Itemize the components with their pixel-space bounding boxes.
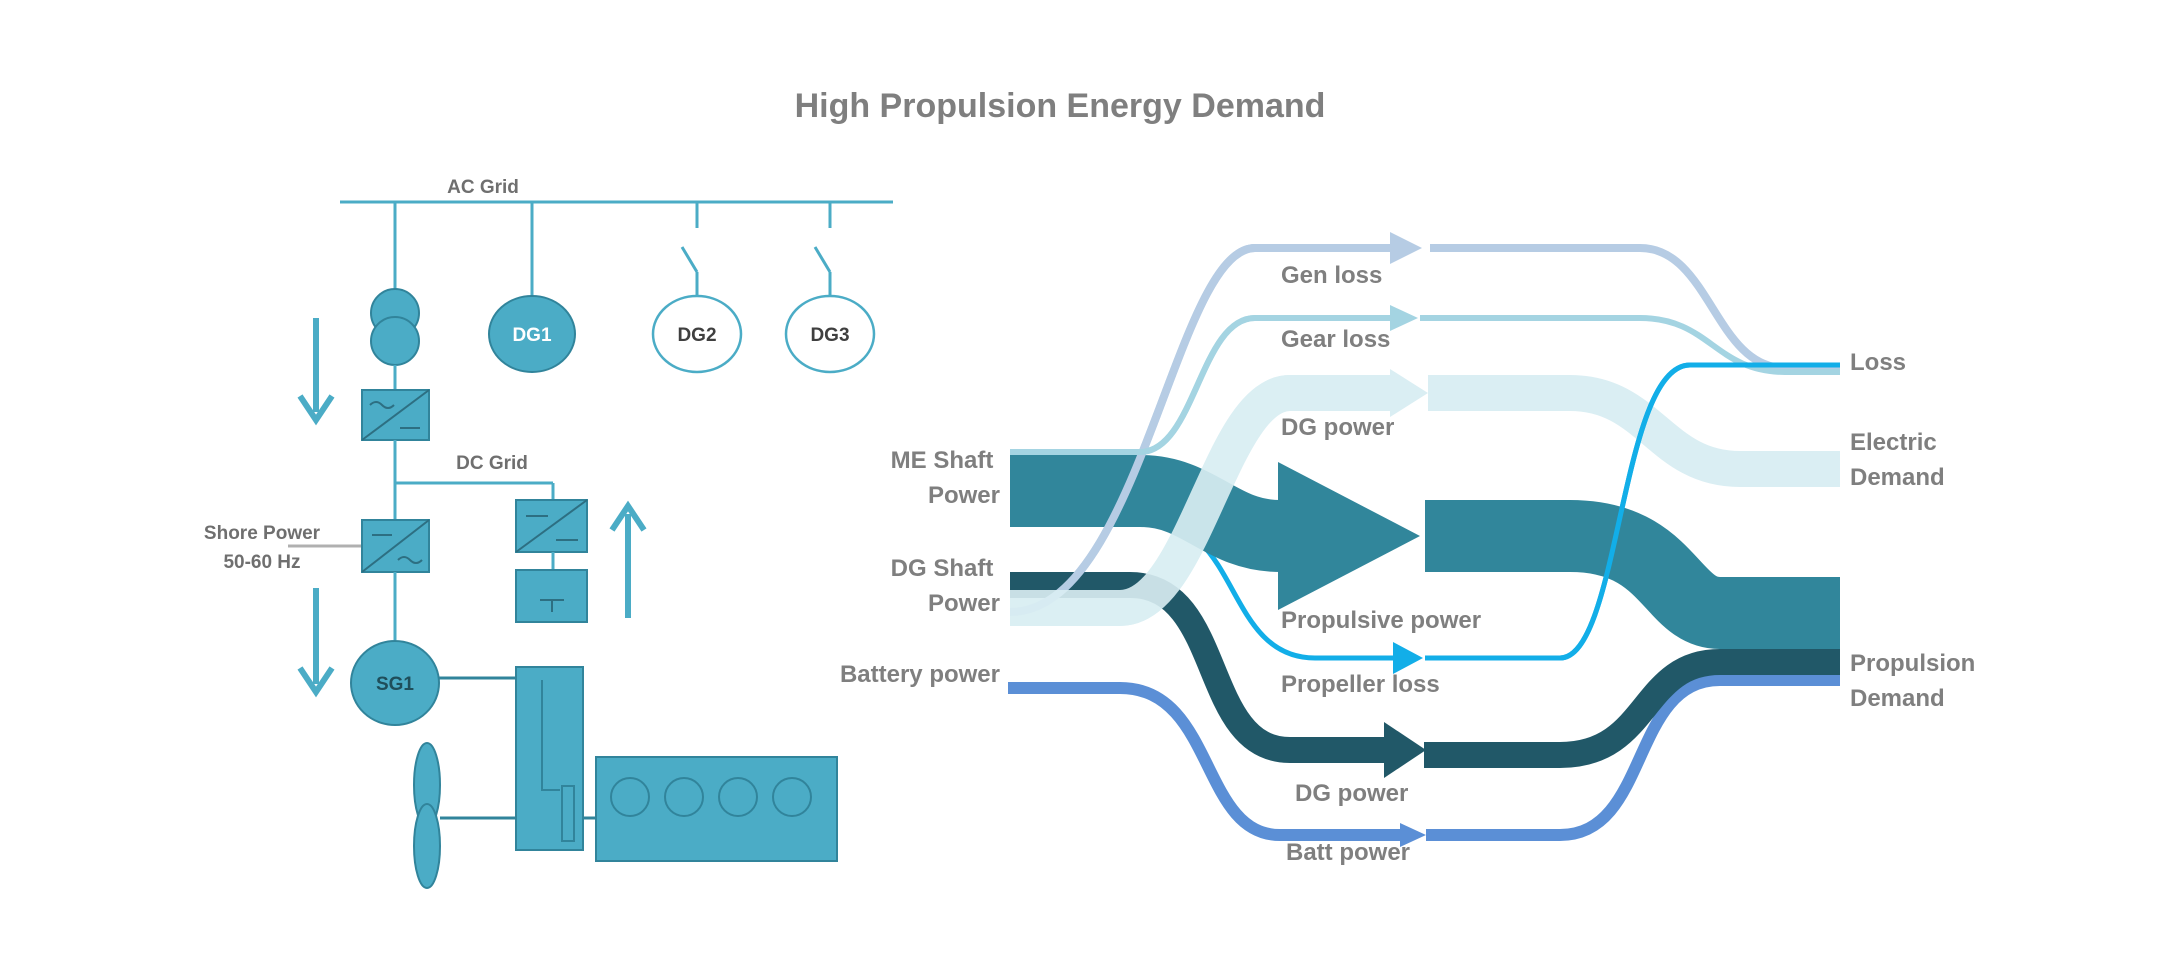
dg3-breaker-icon: [813, 246, 832, 273]
arrow-dg-power-electric: [1390, 369, 1428, 417]
dg2-icon: [651, 294, 743, 374]
sg1-label: SG1: [376, 674, 414, 695]
propulsive-power-label: Propulsive power: [1281, 607, 1481, 634]
arrow-down-icon: [297, 588, 335, 698]
flow-gear-loss: [1010, 315, 1840, 455]
inverter-icon: [361, 519, 430, 573]
ac-grid-label: AC Grid: [447, 177, 519, 198]
source-battery-label: Battery power: [840, 661, 1000, 688]
arrow-batt-power: [1400, 823, 1426, 847]
gen-loss-label: Gen loss: [1281, 262, 1382, 289]
dc-converter-icon: [515, 499, 588, 553]
main-engine-icon: [595, 756, 838, 862]
arrow-up-icon: [609, 500, 647, 618]
diagram-title: High Propulsion Energy Demand: [795, 87, 1326, 125]
dg3-icon: [784, 294, 876, 374]
source-dg-shaft-label: DG Shaft Power: [891, 555, 1000, 617]
dg2-label: DG2: [677, 325, 716, 346]
dg-power-top-label: DG power: [1281, 414, 1394, 441]
sink-propulsion-demand-label: Propulsion Demand: [1850, 650, 1982, 712]
dg2-breaker-icon: [680, 246, 699, 273]
dg-power-bottom-label: DG power: [1295, 780, 1408, 807]
batt-power-label: Batt power: [1286, 839, 1410, 866]
flow-battery: [1008, 674, 1840, 841]
arrow-dg-power: [1384, 722, 1426, 778]
dg1-icon: [488, 295, 576, 373]
source-me-shaft-label: ME Shaft Power: [891, 447, 1000, 509]
arrow-down-icon: [297, 318, 335, 426]
power-schematic: AC Grid DG1 DG2 DG3: [204, 177, 893, 889]
shore-power-frequency: 50-60 Hz: [223, 552, 300, 573]
rectifier-icon: [361, 389, 430, 441]
sink-loss-label: Loss: [1850, 349, 1906, 376]
sg1-icon: [350, 640, 440, 726]
dg1-label: DG1: [512, 325, 552, 346]
arrow-propeller-loss: [1393, 642, 1423, 674]
arrow-propulsive-power: [1278, 462, 1420, 610]
gear-loss-label: Gear loss: [1281, 326, 1390, 353]
transformer-icon-secondary: [370, 316, 420, 366]
propeller-icon: [413, 742, 441, 889]
shaft-generator-sg1: SG1: [350, 640, 440, 726]
generator-dg1: DG1: [488, 295, 576, 373]
arrow-gen-loss: [1390, 232, 1422, 264]
arrow-gear-loss: [1390, 305, 1418, 331]
dc-grid-label: DC Grid: [456, 453, 528, 474]
shore-power-label: Shore Power: [204, 523, 321, 544]
dg3-label: DG3: [810, 325, 849, 346]
sink-electric-demand-label: Electric Demand: [1850, 429, 1945, 491]
propeller-loss-label: Propeller loss: [1281, 671, 1440, 698]
battery-icon: [515, 569, 588, 623]
generator-dg3: DG3: [784, 294, 876, 374]
energy-sankey: ME Shaft Power DG Shaft Power Battery po…: [840, 232, 1982, 866]
gearbox-icon: [515, 666, 584, 851]
generator-dg2: DG2: [651, 294, 743, 374]
